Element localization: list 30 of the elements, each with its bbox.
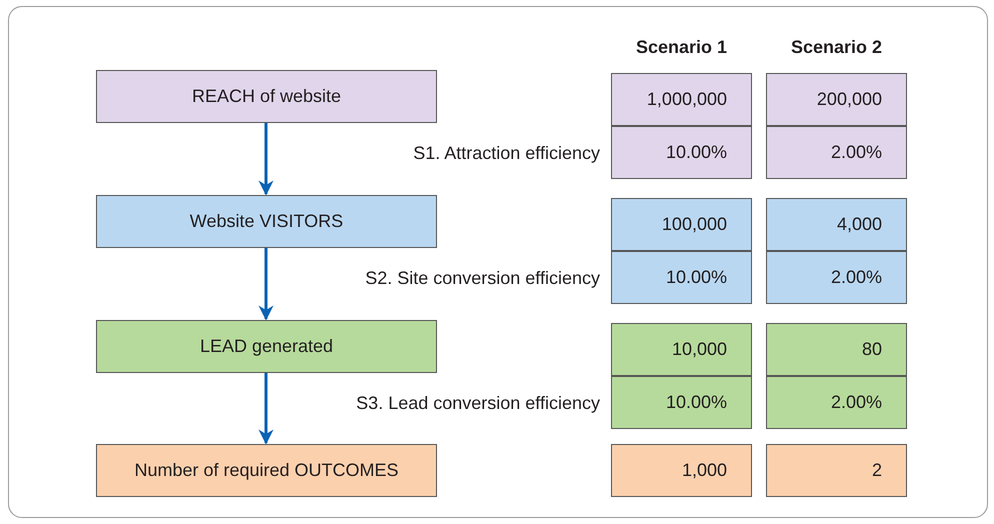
stage-box	[96, 320, 437, 373]
stage-label: REACH of website	[192, 85, 342, 108]
stage-box	[96, 70, 437, 123]
stage-label: LEAD generated	[200, 335, 334, 358]
value-cell: 10,000	[611, 323, 752, 376]
value-cell: 200,000	[766, 73, 907, 126]
value-cell: 2.00%	[766, 251, 907, 304]
value-cell: 100,000	[611, 198, 752, 251]
column-header: Scenario 1	[634, 36, 728, 59]
column-header: Scenario 2	[790, 36, 884, 59]
value-cell: 2	[766, 444, 907, 497]
row-label: S1. Attraction efficiency	[413, 142, 600, 164]
row-label: S3. Lead conversion efficiency	[356, 392, 600, 414]
stage-label: Website VISITORS	[190, 210, 344, 233]
stage-label: Number of required OUTCOMES	[134, 459, 399, 482]
value-cell: 10.00%	[611, 376, 752, 429]
value-cell: 2.00%	[766, 126, 907, 179]
arrow	[258, 123, 274, 196]
stage-box	[96, 195, 437, 248]
value-cell: 1,000,000	[611, 73, 752, 126]
value-cell: 10.00%	[611, 251, 752, 304]
value-cell: 80	[766, 323, 907, 376]
value-cell: 4,000	[766, 198, 907, 251]
row-label: S2. Site conversion efficiency	[365, 267, 600, 289]
value-cell: 2.00%	[766, 376, 907, 429]
stage-box	[96, 444, 437, 497]
value-cell: 1,000	[611, 444, 752, 497]
arrow	[258, 248, 274, 320]
value-cell: 10.00%	[611, 126, 752, 179]
arrow	[258, 373, 274, 444]
